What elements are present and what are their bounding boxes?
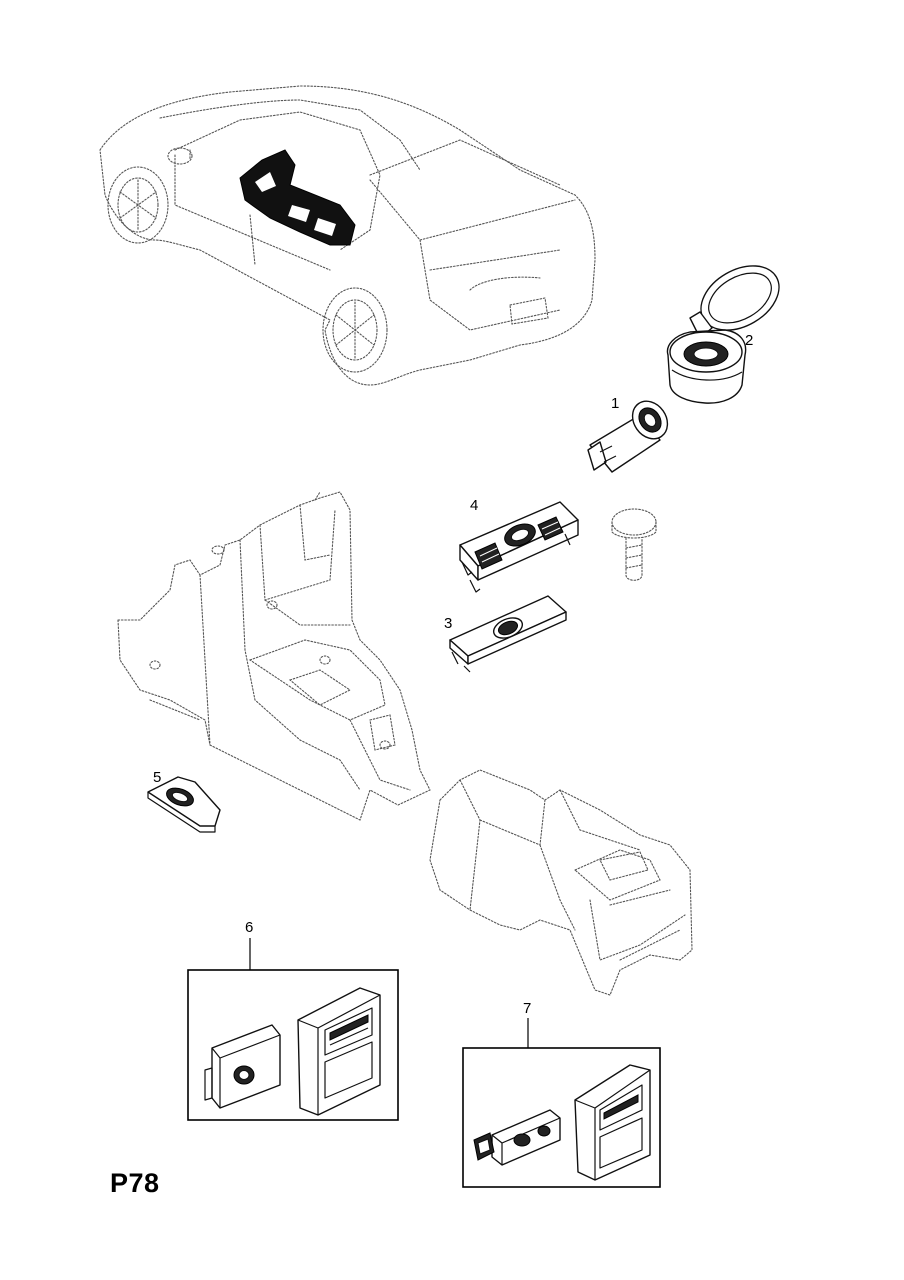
part-1-lighter-socket	[587, 400, 669, 473]
page-code: P78	[110, 1168, 160, 1198]
part-2-socket-with-cap	[666, 265, 780, 404]
part-7-kit-box	[462, 1047, 661, 1188]
part-5-bezel	[147, 776, 221, 833]
interior-highlight	[239, 149, 356, 246]
screw-outline	[611, 508, 657, 581]
leader-lines	[249, 938, 529, 1048]
callout-2: 2	[745, 332, 754, 349]
part-4-vent-frame	[459, 501, 579, 593]
center-console-outline	[117, 491, 431, 821]
part-3-cover-plate	[449, 595, 567, 673]
callout-5: 5	[153, 769, 162, 786]
callout-6: 6	[245, 919, 254, 936]
car-outline	[99, 85, 596, 386]
callout-7: 7	[523, 1000, 532, 1017]
callout-3: 3	[444, 615, 453, 632]
rear-console-outline	[429, 769, 693, 996]
callout-1: 1	[611, 395, 620, 412]
callout-4: 4	[470, 497, 479, 514]
part-6-kit-box	[187, 969, 399, 1121]
